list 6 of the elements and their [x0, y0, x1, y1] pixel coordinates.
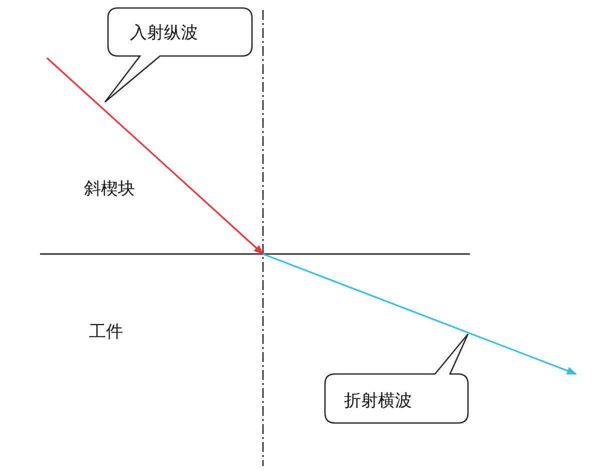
region-label: 工件	[89, 321, 123, 343]
callout-text: 入射纵波	[130, 22, 198, 44]
region-label: 斜楔块	[84, 178, 135, 200]
wave-arrow	[46, 57, 264, 255]
callout-text: 折射横波	[344, 390, 412, 412]
wave-arrow	[262, 253, 577, 375]
